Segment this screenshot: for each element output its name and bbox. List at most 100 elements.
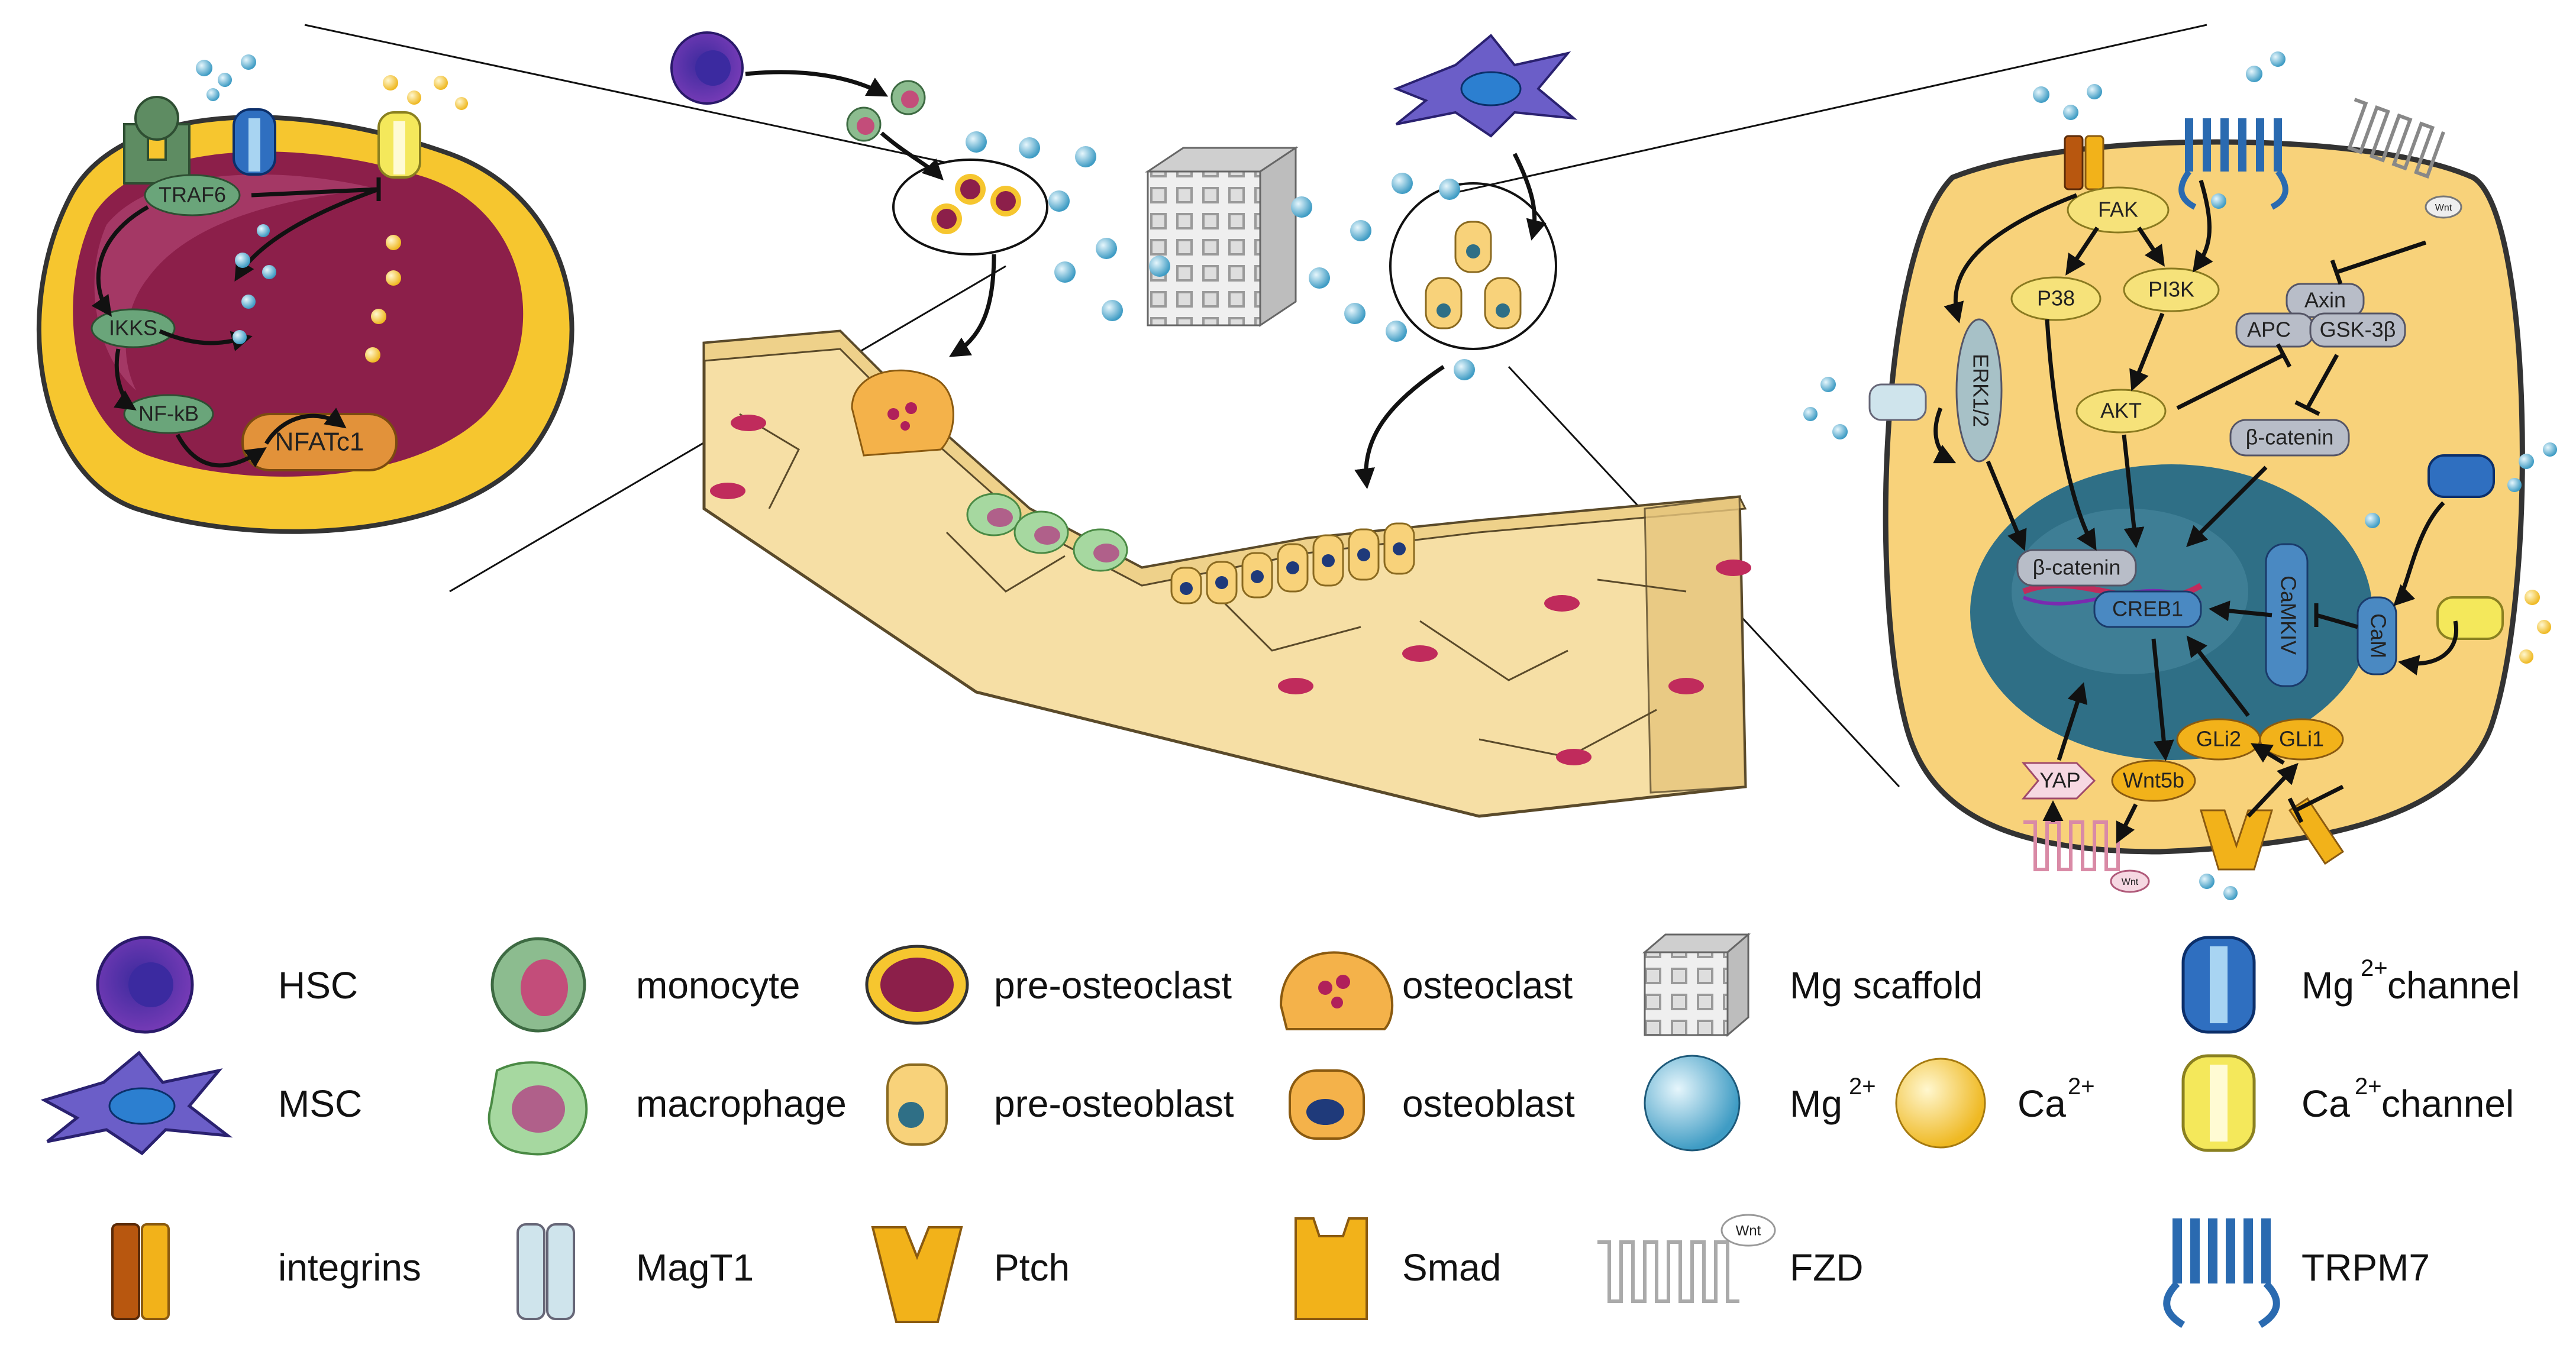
- legend-monocyte-label: monocyte: [636, 964, 800, 1007]
- legend-osteoblast: osteoblast: [1289, 1069, 1575, 1140]
- legend-mg-channel-label: Mg: [2301, 964, 2354, 1007]
- mg-channel-icon: [233, 108, 276, 176]
- apc-label: APC: [2247, 318, 2291, 342]
- pre-osteoblast-group: [1389, 182, 1557, 350]
- cam-label: CaM: [2366, 613, 2390, 658]
- legend-integrins: integrins: [111, 1223, 421, 1320]
- wnt-top-label: Wnt: [2435, 203, 2452, 213]
- fzd-top-icon: Wnt: [2347, 98, 2462, 219]
- legend-msc: MSC: [40, 1050, 362, 1156]
- fak-label: FAK: [2098, 198, 2138, 222]
- yap-label: YAP: [2039, 768, 2080, 793]
- wnt5b-node: Wnt5b: [2111, 759, 2196, 802]
- legend-macrophage-label: macrophage: [636, 1082, 847, 1125]
- legend-trpm7-label: TRPM7: [2301, 1246, 2430, 1289]
- legend-pre-osteoblast-label: pre-osteoblast: [994, 1082, 1234, 1125]
- right-mg-ions: [1803, 51, 2557, 900]
- legend-mg-scaffold: Mg scaffold: [1642, 932, 1983, 1037]
- center-mg-ions: [966, 131, 1475, 380]
- traf6-label: TRAF6: [159, 183, 226, 207]
- bcat-cyto-node: β-catenin: [2229, 419, 2350, 457]
- legend-ptch: Ptch: [871, 1226, 1070, 1323]
- ca-channel-icon: [377, 111, 421, 179]
- legend-smad-label: Smad: [1402, 1246, 1501, 1289]
- hsc-cell: [670, 31, 744, 105]
- gli1-label: GLi1: [2279, 727, 2324, 751]
- legend-monocyte: monocyte: [490, 937, 800, 1033]
- legend-ca-channel: Ca 2+ channel: [2181, 1054, 2514, 1152]
- right-ca-ions: [2519, 590, 2551, 664]
- osteocyte-icons: [710, 415, 1751, 765]
- osteoblast-lining-icons: [1170, 522, 1415, 604]
- legend-macrophage: macrophage: [488, 1061, 847, 1156]
- left-ca-ions: [365, 75, 468, 363]
- legend-mg-ion: Mg 2+: [1644, 1055, 1876, 1152]
- monocyte-cells: [846, 80, 926, 142]
- fak-node: FAK: [2067, 186, 2170, 234]
- legend-osteoclast-label: osteoclast: [1402, 964, 1573, 1007]
- gli2-label: GLi2: [2196, 727, 2241, 751]
- erk-node: ERK1/2: [1955, 318, 2003, 463]
- creb1-node: CREB1: [2093, 590, 2202, 628]
- legend-mg-channel-sup: 2+: [2361, 955, 2388, 981]
- bcat-cyto-label: β-catenin: [2246, 425, 2334, 450]
- pi3k-node: PI3K: [2123, 267, 2220, 312]
- osteoclast-on-bone-icon: [851, 369, 954, 457]
- apc-node: APC: [2235, 312, 2314, 348]
- ptch-smad-icons: [2199, 797, 2345, 871]
- legend-mg-channel: Mg 2+ channel: [2181, 936, 2520, 1034]
- legend-smad: Smad: [1295, 1217, 1501, 1320]
- legend-magt1: MagT1: [517, 1223, 754, 1320]
- ikks-label: IKKS: [109, 316, 157, 340]
- legend: HSC monocyte pre-osteoclast osteoclast M…: [40, 932, 2520, 1328]
- legend-ca-ion-sup: 2+: [2068, 1074, 2095, 1100]
- fzd-bottom-icon: Wnt: [2023, 820, 2150, 893]
- legend-hsc-label: HSC: [278, 964, 358, 1007]
- yap-node: YAP: [2021, 762, 2096, 800]
- right-ca-channel-icon: [2436, 596, 2504, 640]
- legend-ca-ion-label: Ca: [2017, 1082, 2066, 1125]
- legend-ca-channel-sup: 2+: [2355, 1074, 2382, 1100]
- mg-scaffold-cube: [1145, 146, 1299, 327]
- nfkb-label: NF-kB: [138, 402, 199, 426]
- bcat-nuc-node: β-catenin: [2016, 549, 2137, 587]
- legend-pre-osteoclast: pre-osteoclast: [865, 945, 1232, 1025]
- traf6-node: TRAF6: [144, 174, 241, 216]
- akt-node: AKT: [2075, 389, 2167, 434]
- legend-ca-ion: Ca 2+: [1895, 1058, 2095, 1149]
- legend-msc-label: MSC: [278, 1082, 362, 1125]
- legend-mg-channel-rest: channel: [2387, 964, 2520, 1007]
- erk-label: ERK1/2: [1968, 354, 1993, 427]
- legend-pre-osteoblast: pre-osteoblast: [886, 1063, 1234, 1146]
- legend-mg-scaffold-label: Mg scaffold: [1790, 964, 1983, 1007]
- legend-osteoblast-label: osteoblast: [1402, 1082, 1575, 1125]
- axin-node: Axin: [2286, 283, 2365, 318]
- p38-node: P38: [2010, 276, 2102, 321]
- wnt5b-label: Wnt5b: [2123, 768, 2184, 793]
- ikks-node: IKKS: [91, 308, 176, 348]
- msc-cell: [1393, 34, 1578, 138]
- gsk-node: GSK-3β: [2309, 312, 2406, 348]
- integrin-icon: [2064, 135, 2104, 190]
- creb1-label: CREB1: [2112, 597, 2183, 621]
- p38-label: P38: [2037, 286, 2075, 311]
- osteoclast-cell: TRAF6 IKKS NF-kB NFATc1: [36, 54, 574, 534]
- bone-tissue-block: [702, 329, 1751, 818]
- legend-fzd-wnt-label: Wnt: [1736, 1223, 1761, 1239]
- trpm7-icon: [2178, 118, 2288, 210]
- macrophage-on-bone-icon: [966, 493, 1128, 572]
- wnt-bottom-label: Wnt: [2122, 877, 2139, 887]
- legend-pre-osteoclast-label: pre-osteoclast: [994, 964, 1232, 1007]
- legend-fzd: Wnt FZD: [1597, 1214, 1863, 1303]
- legend-ca-channel-label: Ca: [2301, 1082, 2350, 1125]
- legend-ptch-label: Ptch: [994, 1246, 1070, 1289]
- gsk-label: GSK-3β: [2320, 318, 2396, 342]
- right-mg-channel-icon: [2427, 454, 2495, 498]
- gli2-node: GLi2: [2176, 718, 2261, 761]
- legend-mg-ion-label: Mg: [1790, 1082, 1842, 1125]
- legend-trpm7: TRPM7: [2163, 1218, 2430, 1328]
- bcat-nuc-label: β-catenin: [2033, 555, 2121, 580]
- pi3k-label: PI3K: [2148, 277, 2194, 302]
- camkiv-label: CaMKIV: [2276, 575, 2300, 655]
- magt1-icon: [1868, 383, 1927, 421]
